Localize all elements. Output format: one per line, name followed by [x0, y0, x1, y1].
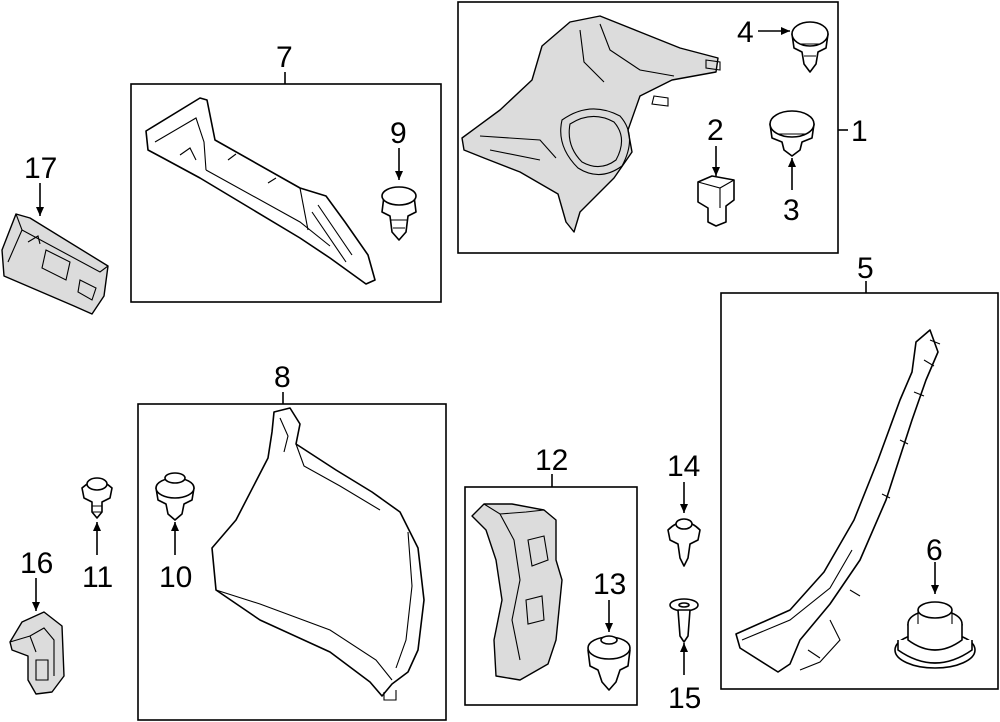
part-9-clip — [381, 186, 417, 241]
part-15-pin — [669, 598, 699, 643]
callout-13: 13 — [593, 568, 626, 601]
callout-4: 4 — [737, 16, 754, 49]
part-17-switch — [1, 213, 109, 315]
part-13-clip — [587, 635, 631, 691]
callout-12: 12 — [535, 444, 568, 477]
group-box-8 — [137, 403, 447, 721]
callout-7: 7 — [276, 41, 293, 74]
callout-8: 8 — [274, 361, 291, 394]
part-10-clip — [155, 472, 195, 521]
callout-9: 9 — [390, 117, 407, 150]
group-box-1 — [457, 1, 839, 254]
part-4-clip — [791, 21, 829, 73]
callout-14: 14 — [667, 450, 700, 483]
part-12-bracket — [471, 503, 563, 681]
callout-11: 11 — [82, 561, 113, 594]
part-11-bolt — [81, 477, 113, 519]
part-3-clip — [769, 110, 815, 157]
callout-6: 6 — [926, 534, 943, 567]
part-2-retainer — [697, 175, 735, 227]
callout-1: 1 — [851, 115, 868, 148]
group-box-12 — [464, 486, 638, 706]
part-1-upper-trim-panel — [461, 15, 721, 233]
callout-16: 16 — [20, 547, 53, 580]
group-box-7 — [130, 83, 442, 303]
callout-3: 3 — [783, 194, 800, 227]
callout-2: 2 — [707, 114, 724, 147]
part-16-hook — [9, 611, 65, 695]
callout-10: 10 — [159, 561, 192, 594]
part-6-grommet — [894, 601, 976, 669]
callout-17: 17 — [24, 152, 57, 185]
group-box-5 — [720, 292, 999, 690]
callout-5: 5 — [857, 252, 874, 285]
part-5-pillar-trim — [735, 329, 941, 673]
part-8-lower-quarter-trim — [211, 407, 425, 701]
part-14-push-pin — [667, 518, 701, 567]
callout-15: 15 — [668, 682, 701, 715]
part-7-quarter-trim — [145, 97, 376, 285]
